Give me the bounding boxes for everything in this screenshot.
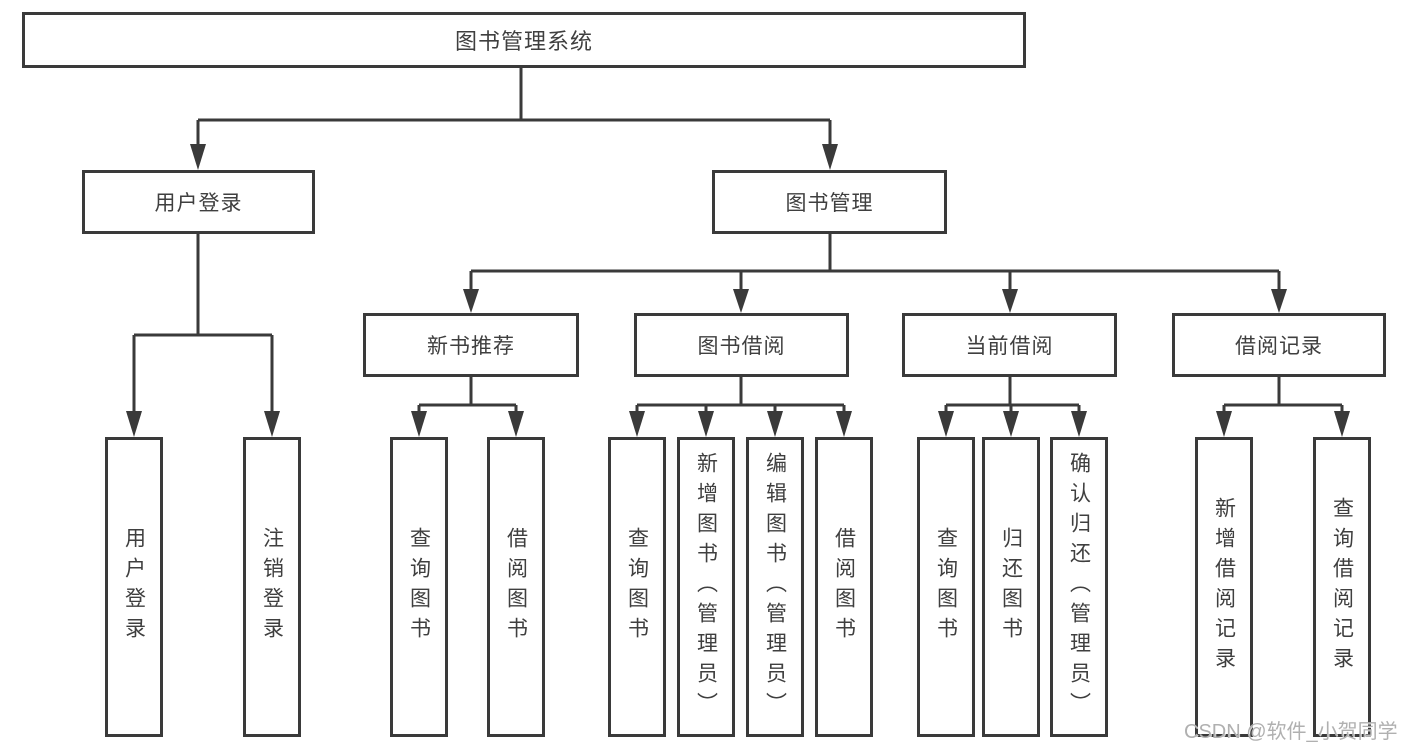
node-current-borrowing-label: 当前借阅 xyxy=(965,335,1054,358)
node-borrow-records-label: 借阅记录 xyxy=(1235,335,1323,358)
node-borrow-books-borrowing-label: 借阅图书 xyxy=(832,527,856,647)
node-confirm-return-admin: 确认归还（管理员） xyxy=(1050,437,1108,737)
node-query-books-borrowing: 查询图书 xyxy=(608,437,666,737)
node-root: 图书管理系统 xyxy=(22,12,1026,68)
node-add-book-admin: 新增图书（管理员） xyxy=(677,437,735,737)
node-edit-book-admin-label: 编辑图书（管理员） xyxy=(763,452,787,722)
node-query-books-current-label: 查询图书 xyxy=(934,527,958,647)
node-borrow-books-borrowing: 借阅图书 xyxy=(815,437,873,737)
node-borrow-records: 借阅记录 xyxy=(1172,313,1386,377)
node-root-label: 图书管理系统 xyxy=(454,29,593,54)
node-borrow-books-recommend-label: 借阅图书 xyxy=(504,527,528,647)
node-add-borrow-record: 新增借阅记录 xyxy=(1195,437,1253,737)
node-return-books-label: 归还图书 xyxy=(999,527,1023,647)
node-current-borrowing: 当前借阅 xyxy=(902,313,1117,377)
node-logout: 注销登录 xyxy=(243,437,301,737)
node-add-borrow-record-label: 新增借阅记录 xyxy=(1212,497,1236,677)
node-edit-book-admin: 编辑图书（管理员） xyxy=(746,437,804,737)
node-query-borrow-record-label: 查询借阅记录 xyxy=(1330,497,1354,677)
node-borrow-books-recommend: 借阅图书 xyxy=(487,437,545,737)
node-book-borrowing: 图书借阅 xyxy=(634,313,849,377)
node-return-books: 归还图书 xyxy=(982,437,1040,737)
csdn-watermark: CSDN @软件_小贺同学 xyxy=(1184,721,1398,743)
node-new-book-recommend: 新书推荐 xyxy=(363,313,579,377)
node-new-book-recommend-label: 新书推荐 xyxy=(427,335,515,358)
node-query-books-current: 查询图书 xyxy=(917,437,975,737)
node-user-login-branch-label: 用户登录 xyxy=(154,192,243,215)
node-user-login-leaf-label: 用户登录 xyxy=(122,527,146,647)
node-query-books-recommend: 查询图书 xyxy=(390,437,448,737)
node-book-management: 图书管理 xyxy=(712,170,947,234)
node-logout-label: 注销登录 xyxy=(260,527,284,647)
node-book-management-label: 图书管理 xyxy=(785,192,874,215)
node-user-login-leaf: 用户登录 xyxy=(105,437,163,737)
node-confirm-return-admin-label: 确认归还（管理员） xyxy=(1067,452,1091,722)
node-query-books-recommend-label: 查询图书 xyxy=(407,527,431,647)
node-user-login-branch: 用户登录 xyxy=(82,170,315,234)
node-query-books-borrowing-label: 查询图书 xyxy=(625,527,649,647)
node-query-borrow-record: 查询借阅记录 xyxy=(1313,437,1371,737)
node-add-book-admin-label: 新增图书（管理员） xyxy=(694,452,718,722)
node-book-borrowing-label: 图书借阅 xyxy=(697,335,786,358)
